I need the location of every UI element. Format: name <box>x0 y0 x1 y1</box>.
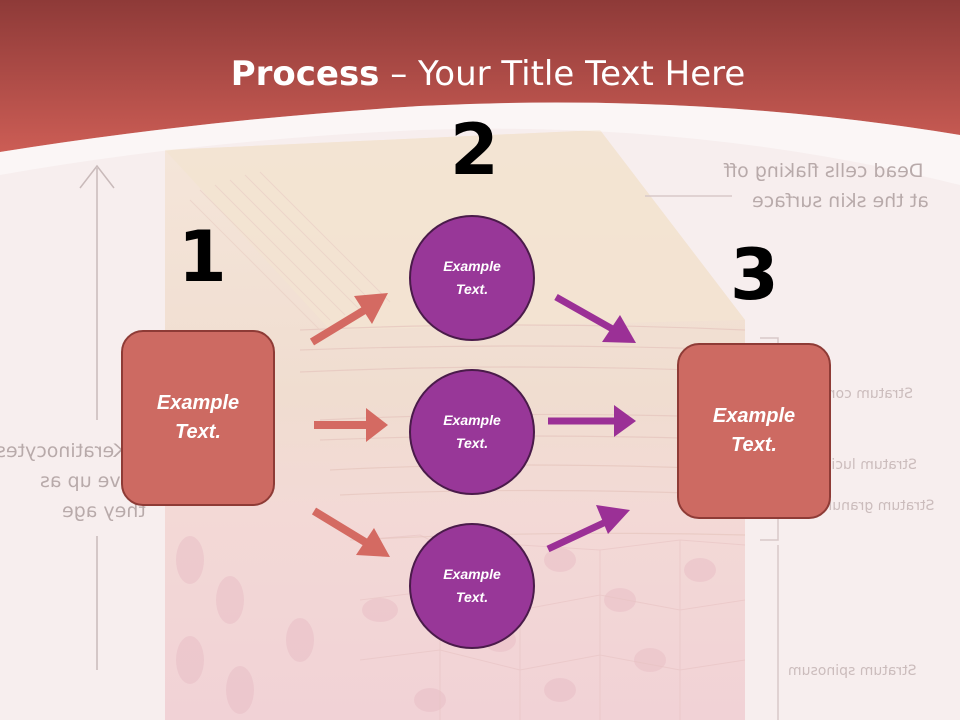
step-3-text-line2: Text. <box>731 434 777 456</box>
step-number-1: 1 <box>178 216 227 298</box>
step-number-3: 3 <box>730 234 779 316</box>
slide-title[interactable]: Process – Your Title Text Here <box>0 54 960 94</box>
title-bold: Process <box>230 54 380 94</box>
title-rest: – Your Title Text Here <box>379 54 746 94</box>
step-3-text-line1: Example <box>712 405 796 427</box>
arrow-purple-up <box>546 505 630 553</box>
circle-bottom-line1: Example <box>443 566 501 582</box>
arrow-purple-down <box>554 293 636 343</box>
arrow-red-up <box>309 293 388 346</box>
circle-middle-line1: Example <box>443 412 501 428</box>
arrow-red-down <box>311 507 390 557</box>
arrow-purple-mid <box>548 405 636 437</box>
step-1-text-line1: Example <box>156 392 240 414</box>
step-number-2: 2 <box>450 109 499 191</box>
circle-top-line1: Example <box>443 258 501 274</box>
circle-top-line2: Text. <box>455 281 489 297</box>
arrow-red-mid <box>314 408 388 442</box>
step-1-text-line2: Text. <box>175 421 221 443</box>
circle-bottom-line2: Text. <box>455 589 489 605</box>
circle-middle-line2: Text. <box>455 435 489 451</box>
